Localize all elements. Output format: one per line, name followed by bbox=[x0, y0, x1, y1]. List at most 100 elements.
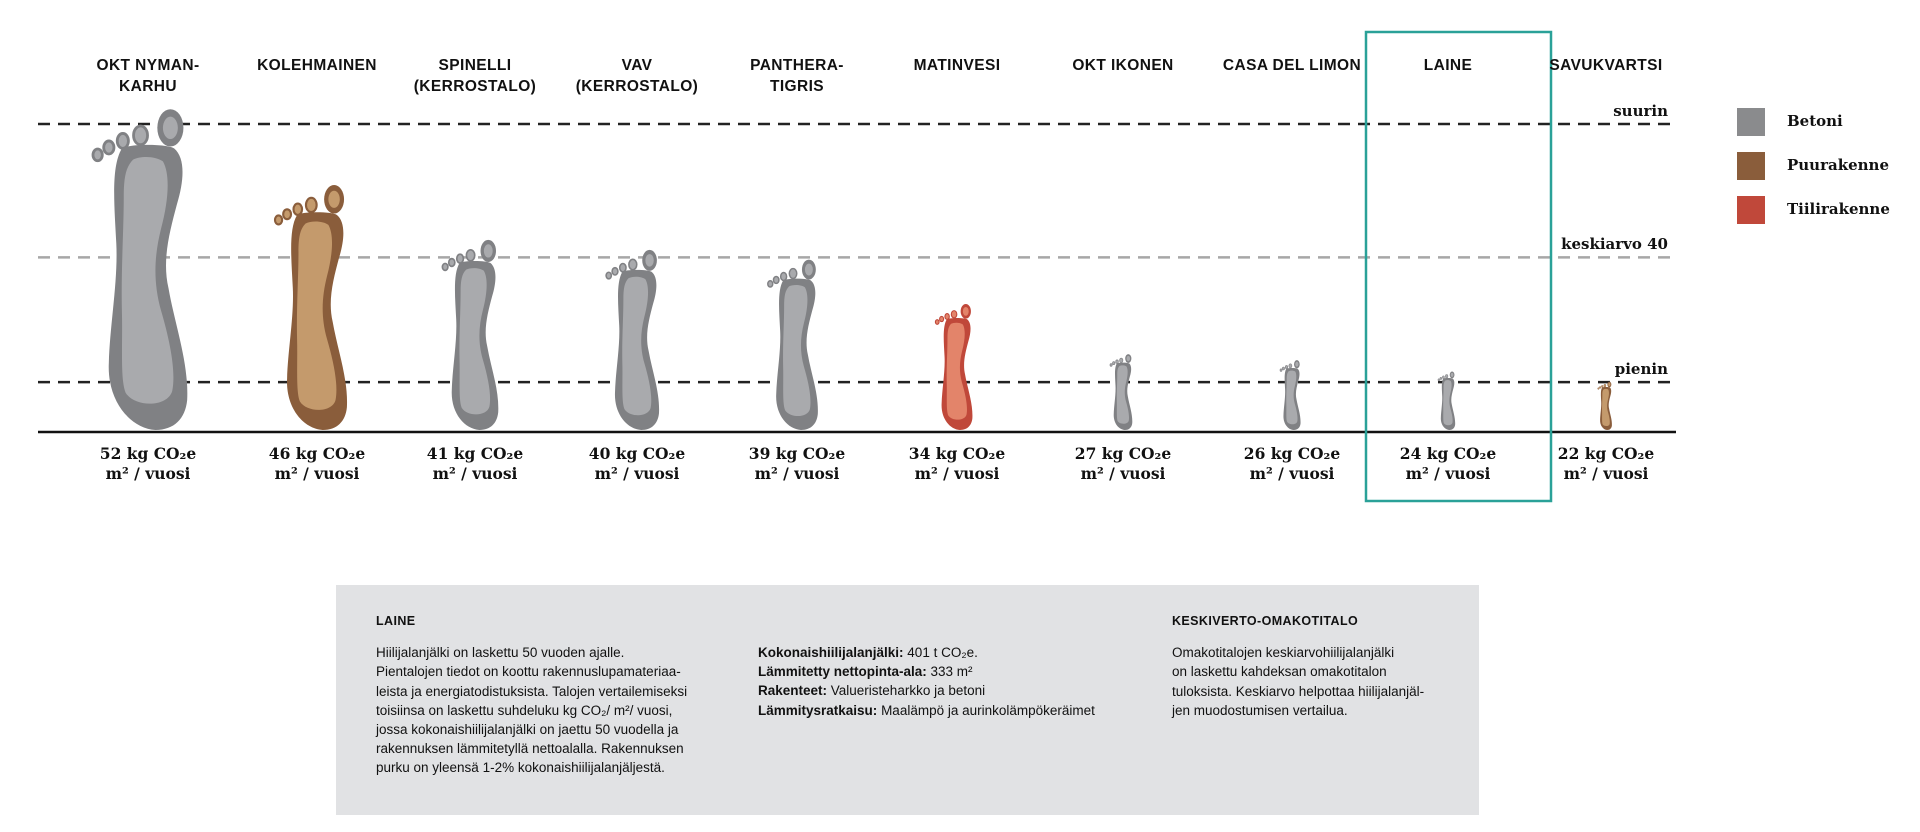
info-panel: LAINE Hiilijalanjälki on laskettu 50 vuo… bbox=[336, 585, 1479, 815]
footprint-kolehmainen bbox=[273, 185, 348, 431]
footprint-toe bbox=[939, 315, 945, 323]
footprint-toe bbox=[605, 271, 613, 280]
footprint-toe bbox=[1115, 359, 1119, 364]
footprint-toe bbox=[934, 319, 940, 325]
footprint-sole-highlight bbox=[1443, 380, 1453, 426]
footprint-toe-highlight bbox=[483, 244, 493, 258]
category-label-panthera-tigris: PANTHERA-TIGRIS bbox=[750, 57, 844, 95]
footprint-toe bbox=[1603, 383, 1607, 388]
info-average-column: KESKIVERTO-OMAKOTITALO Omakotitalojen ke… bbox=[1172, 612, 1462, 720]
footprint-sole-highlight bbox=[1116, 365, 1130, 424]
footprint-marks bbox=[91, 109, 1612, 431]
footprint-toe-highlight bbox=[645, 254, 654, 267]
footprint-toe bbox=[273, 214, 284, 226]
info-laine-column: LAINE Hiilijalanjälki on laskettu 50 vuo… bbox=[376, 612, 716, 778]
reference-line-label-suurin: suurin bbox=[1613, 102, 1668, 120]
footprint-toe-highlight bbox=[1450, 372, 1454, 377]
footprint-toe bbox=[628, 258, 638, 271]
footprint-sole-highlight bbox=[1286, 370, 1298, 425]
footprint-sole-highlight bbox=[296, 221, 337, 410]
category-label-vav-kerrostalo: VAV(KERROSTALO) bbox=[575, 57, 699, 95]
footprint-toe bbox=[1282, 366, 1285, 371]
category-label-okt-ikonen: OKT IKONEN bbox=[1072, 57, 1174, 74]
footprint-toe-highlight bbox=[162, 116, 178, 140]
footprint-toe bbox=[304, 196, 318, 214]
footprint-toe bbox=[618, 262, 627, 273]
footprint-toe bbox=[1279, 368, 1283, 372]
reference-line-label-keskiarvo-40: keskiarvo 40 bbox=[1561, 235, 1668, 254]
footprint-spinelli-kerrostalo bbox=[441, 239, 499, 430]
footprint-toe-highlight bbox=[962, 306, 969, 316]
footprint-toe bbox=[102, 139, 116, 156]
footprint-toe-highlight bbox=[1295, 361, 1299, 367]
legend-label: Puurakenne bbox=[1787, 156, 1890, 174]
category-label-okt-nyman-karhu: OKT NYMAN-KARHU bbox=[96, 57, 200, 95]
category-label-casa-del-limon: CASA DEL LIMON bbox=[1222, 57, 1362, 74]
legend-swatch bbox=[1737, 108, 1765, 136]
footprint-okt-ikonen bbox=[1109, 354, 1133, 430]
footprint-toe bbox=[1109, 363, 1113, 367]
footprint-toe bbox=[1439, 376, 1443, 380]
category-label-laine: LAINE bbox=[1423, 57, 1473, 74]
footprint-toe bbox=[132, 124, 149, 147]
footprint-chart bbox=[38, 30, 1676, 503]
footprint-toe bbox=[779, 271, 788, 282]
legend-label: Betoni bbox=[1787, 112, 1843, 130]
footprint-toe-highlight bbox=[328, 190, 340, 208]
highlight-box-laine bbox=[1364, 30, 1553, 503]
info-laine-title: LAINE bbox=[376, 614, 416, 628]
footprint-matinvesi bbox=[934, 304, 973, 431]
info-laine-text: Hiilijalanjälki on laskettu 50 vuoden aj… bbox=[376, 645, 688, 776]
info-detail-label: Lämmitetty nettopinta-ala: bbox=[758, 664, 927, 680]
reference-lines bbox=[38, 122, 1676, 384]
category-label-kolehmainen: KOLEHMAINEN bbox=[257, 57, 377, 74]
footprint-toe-highlight bbox=[1126, 355, 1131, 362]
footprint-sole-highlight bbox=[1602, 388, 1610, 427]
footprint-savukvartsi bbox=[1597, 381, 1612, 430]
footprint-toe bbox=[944, 313, 950, 320]
footprint-toe bbox=[611, 266, 619, 276]
footprint-toe bbox=[1437, 378, 1440, 382]
footprint-toe bbox=[788, 267, 798, 280]
footprint-sole-highlight bbox=[946, 322, 967, 420]
reference-line-label-pienin: pienin bbox=[1614, 360, 1668, 379]
footprint-toe bbox=[1442, 375, 1445, 379]
footprint-toe bbox=[292, 202, 304, 217]
footprint-sole-highlight bbox=[459, 268, 491, 415]
footprint-toe bbox=[465, 248, 476, 262]
footprint-sole-highlight bbox=[783, 285, 811, 417]
footprint-toe bbox=[1112, 361, 1116, 366]
footprint-toe bbox=[1284, 365, 1289, 370]
footprint-toe bbox=[1288, 363, 1293, 369]
info-detail-label: Lämmitysratkaisu: bbox=[758, 702, 878, 718]
footprint-toe-highlight bbox=[804, 263, 813, 276]
footprint-sole-highlight bbox=[121, 156, 174, 404]
footprint-toe bbox=[1119, 357, 1124, 363]
footprint-panthera-tigris bbox=[767, 259, 818, 430]
footprint-toe-highlight bbox=[1608, 382, 1611, 387]
footprint-toe bbox=[1597, 387, 1600, 390]
footprint-toe bbox=[447, 257, 456, 268]
legend-swatch bbox=[1737, 152, 1765, 180]
info-detail-label: Rakenteet: bbox=[758, 683, 828, 699]
footprint-laine bbox=[1437, 371, 1456, 431]
footprint-toe bbox=[1445, 374, 1449, 379]
footprint-toe bbox=[950, 310, 958, 319]
footprint-okt-nyman-karhu bbox=[91, 109, 188, 430]
footprint-toe bbox=[115, 132, 130, 150]
footprint-toe bbox=[91, 147, 104, 163]
info-detail-label: Kokonaishiilijalanjälki: bbox=[758, 645, 904, 660]
footprint-toe bbox=[1599, 386, 1602, 389]
footprint-vav-kerrostalo bbox=[605, 249, 660, 431]
footprint-casa-del-limon bbox=[1279, 360, 1301, 431]
legend-swatch bbox=[1737, 196, 1765, 224]
